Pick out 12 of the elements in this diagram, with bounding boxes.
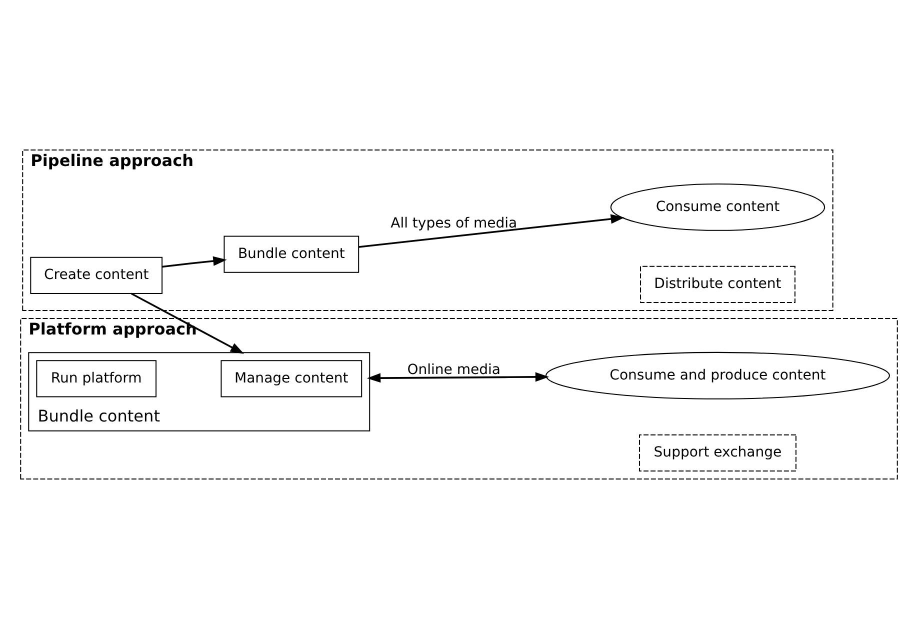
arrow [358, 214, 624, 248]
arrow [162, 256, 227, 268]
node-box: Bundle content [224, 236, 360, 273]
arrow [366, 372, 550, 383]
node-box: Manage content [220, 360, 362, 398]
node-box: Create content [30, 256, 163, 294]
node-ellipse: Consume and produce content [546, 352, 890, 400]
edge-label: Online media [407, 362, 501, 378]
edge-label: All types of media [390, 215, 518, 232]
node-box: Distribute content [640, 266, 796, 303]
node-box: Support exchange [639, 434, 796, 472]
node-box: Run platform [36, 360, 157, 398]
